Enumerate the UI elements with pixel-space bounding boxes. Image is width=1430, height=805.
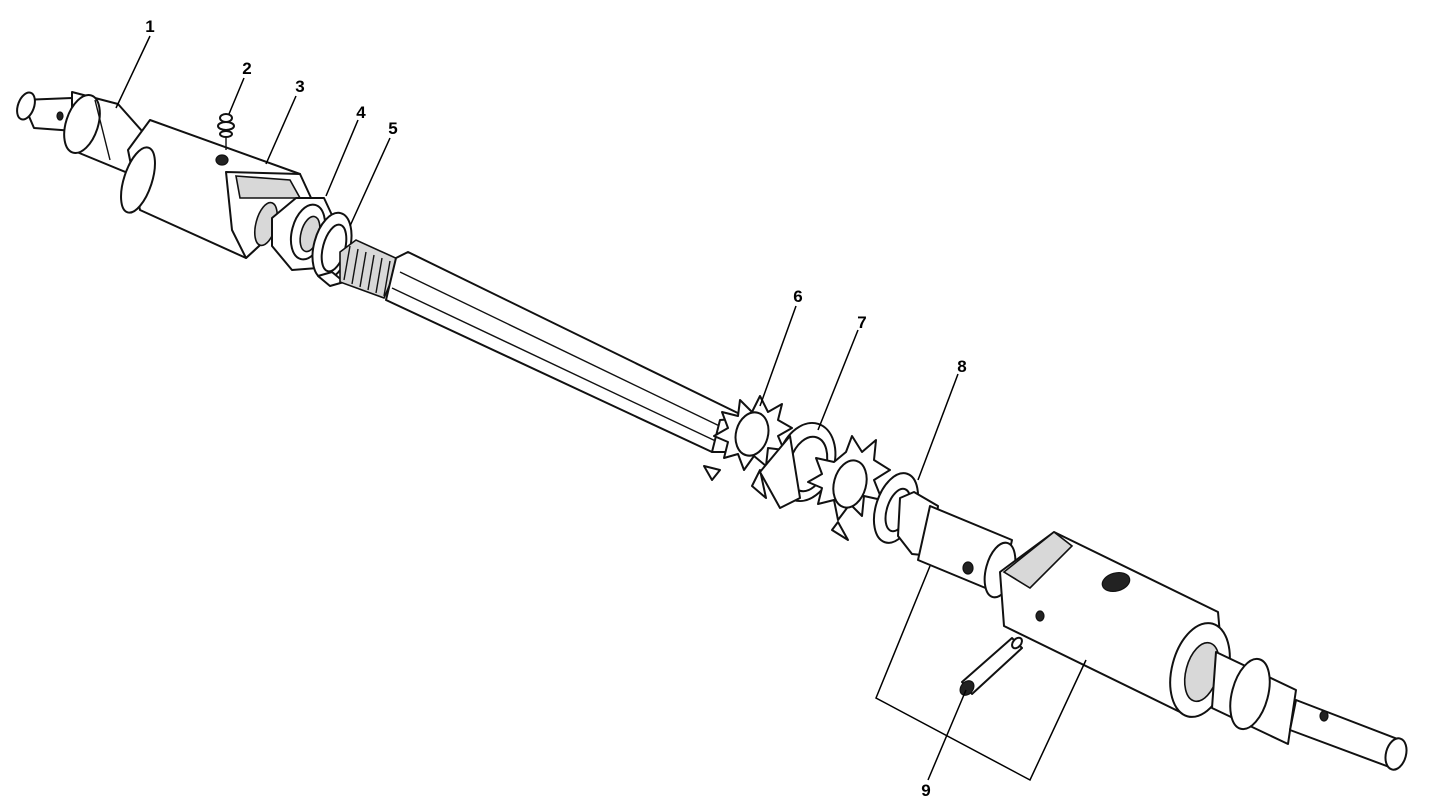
leader-lines	[115, 35, 1087, 782]
star-washer-second	[807, 435, 891, 541]
right-end-shaft	[1211, 651, 1408, 771]
callout-8: 8	[957, 357, 966, 376]
part-2-grease-fitting	[217, 113, 235, 150]
callout-5: 5	[388, 119, 397, 138]
right-yoke-body	[999, 530, 1231, 718]
callout-7: 7	[857, 313, 866, 332]
right-hex-shank	[897, 491, 1017, 599]
part-9-roll-pin	[959, 636, 1023, 696]
callout-4: 4	[356, 103, 366, 122]
callout-6: 6	[793, 287, 802, 306]
callout-2: 2	[242, 59, 251, 78]
callout-1: 1	[145, 17, 154, 36]
callout-9: 9	[921, 781, 930, 800]
center-hex-shaft	[339, 239, 757, 453]
callout-3: 3	[295, 77, 304, 96]
